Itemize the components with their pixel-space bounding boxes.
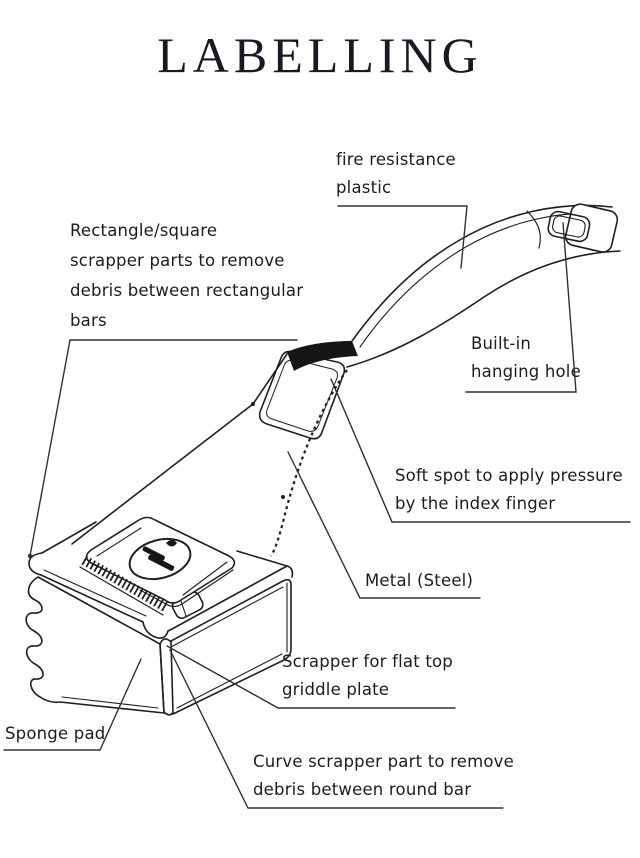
label-rectangle-square-scraper: Rectangle/square scrapper parts to remov… <box>70 221 304 330</box>
page-title: LABELLING <box>157 27 483 83</box>
label-curve-scraper: Curve scrapper part to remove debris bet… <box>253 752 514 799</box>
label-soft-spot: Soft spot to apply pressure by the index… <box>395 466 623 513</box>
metal-blade <box>71 353 288 545</box>
brand-logo <box>128 537 192 581</box>
label-fire-resistance-plastic: fire resistance plastic <box>336 150 456 197</box>
soft-spot-pad <box>258 341 358 557</box>
handle-outline <box>346 204 621 368</box>
label-flat-top-scraper: Scrapper for flat top griddle plate <box>282 652 453 699</box>
label-metal-steel: Metal (Steel) <box>365 571 474 590</box>
leader-lines <box>3 205 631 809</box>
label-sponge-pad: Sponge pad <box>5 724 106 743</box>
hanging-hole-cap <box>547 203 619 253</box>
label-built-in-hanging-hole: Built-in hanging hole <box>471 334 581 381</box>
